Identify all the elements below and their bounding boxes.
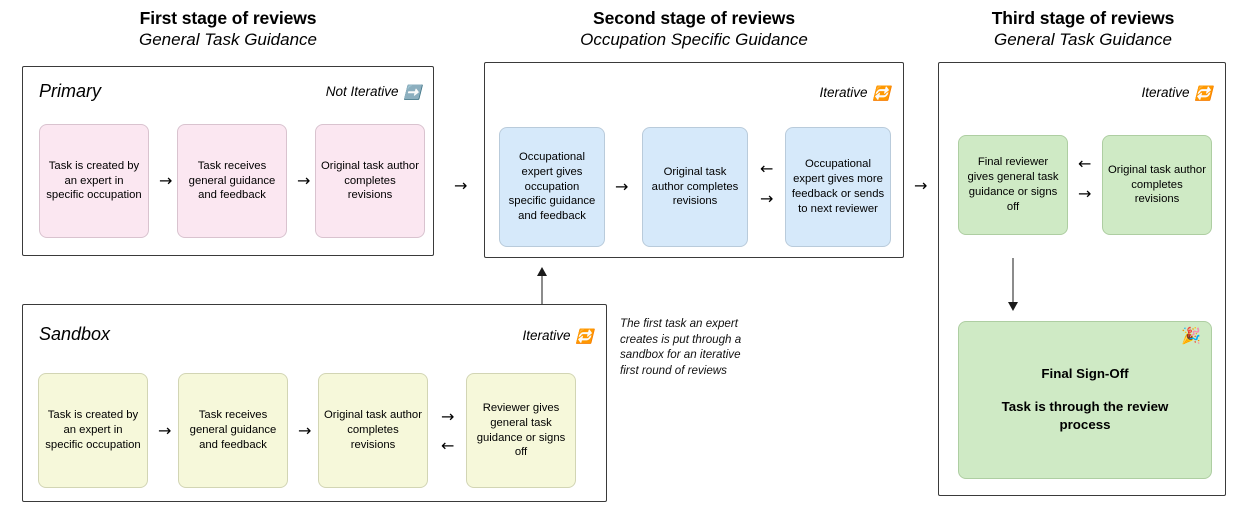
sandbox-node-2-text: Task receives general guidance and feedb…: [189, 409, 277, 451]
arrow-head-down: [1008, 302, 1018, 311]
primary-node-3-text: Original task author completes revisions: [321, 159, 419, 202]
sandbox-node-4: Reviewer gives general task guidance or …: [466, 373, 576, 488]
final-sign-off-text: Task is through the review process: [1001, 398, 1169, 433]
sandbox-node-4-text: Reviewer gives general task guidance or …: [476, 401, 566, 459]
second-stage-container: Iterative 🔁 Occupational expert gives oc…: [484, 62, 904, 258]
sandbox-iteration-label: Iterative: [522, 328, 571, 343]
second-stage-node-3-text: Occupational expert gives more feedback …: [791, 158, 885, 215]
arrow-shaft: [541, 268, 543, 308]
sandbox-node-2: Task receives general guidance and feedb…: [178, 373, 288, 488]
primary-arrow-2: →: [297, 171, 311, 190]
stage-3-heading: Third stage of reviews General Task Guid…: [938, 8, 1228, 50]
primary-iteration-label: Not Iterative: [325, 84, 399, 99]
right-arrow-emoji: ➡️: [403, 83, 421, 100]
sandbox-arrow-2: →: [298, 421, 312, 440]
third-stage-iteration-label: Iterative: [1141, 85, 1190, 100]
third-stage-iteration-badge: Iterative 🔁: [1142, 85, 1212, 100]
primary-container: Primary Not Iterative ➡️ Task is created…: [22, 66, 434, 256]
primary-label: Primary: [39, 81, 101, 101]
sandbox-iteration-badge: Iterative 🔁: [523, 328, 593, 343]
second-stage-iteration-label: Iterative: [819, 85, 868, 100]
primary-arrow-1: →: [159, 171, 173, 190]
sandbox-label: Sandbox: [39, 324, 111, 344]
stage-1-subtitle: General Task Guidance: [139, 29, 317, 49]
second-stage-node-2-text: Original task author completes revisions: [651, 165, 739, 208]
second-stage-arrow-left: ←: [760, 159, 774, 178]
final-sign-off-title: Final Sign-Off: [1041, 366, 1129, 382]
arrow-head-up: [537, 267, 547, 276]
primary-node-1-text: Task is created by an expert in specific…: [46, 159, 142, 202]
stage-1-title: First stage of reviews: [139, 8, 317, 28]
third-stage-arrow-left: ←: [1078, 154, 1092, 173]
sandbox-note: The first task an expert creates is put …: [620, 317, 742, 377]
stage-2-subtitle: Occupation Specific Guidance: [580, 29, 808, 49]
party-popper-emoji: 🎉: [1181, 328, 1201, 345]
second-stage-node-1: Occupational expert gives occupation spe…: [499, 127, 605, 247]
second-stage-node-3: Occupational expert gives more feedback …: [785, 127, 891, 247]
sandbox-arrow-1: →: [158, 421, 172, 440]
arrow-shaft: [1012, 258, 1014, 310]
repeat-emoji: 🔁: [575, 327, 593, 344]
sandbox-to-second-stage-arrow: [536, 267, 548, 308]
primary-node-2-text: Task receives general guidance and feedb…: [188, 159, 276, 202]
second-stage-node-2: Original task author completes revisions: [642, 127, 748, 247]
stage-3-subtitle: General Task Guidance: [994, 29, 1172, 49]
stage-2-title: Second stage of reviews: [593, 8, 795, 28]
sandbox-node-1: Task is created by an expert in specific…: [38, 373, 148, 488]
stage-1-heading: First stage of reviews General Task Guid…: [22, 8, 434, 50]
second-stage-arrow-1: →: [615, 177, 629, 196]
second-stage-iteration-badge: Iterative 🔁: [820, 85, 890, 100]
third-stage-to-final-arrow: [1007, 258, 1019, 311]
third-stage-arrow-right: →: [1078, 184, 1092, 203]
second-stage-arrow-right: →: [760, 189, 774, 208]
third-stage-container: Iterative 🔁 Final reviewer gives general…: [938, 62, 1226, 496]
sandbox-node-3-text: Original task author completes revisions: [324, 409, 422, 451]
stage2-to-stage3-arrow: →: [914, 176, 928, 195]
primary-node-1: Task is created by an expert in specific…: [39, 124, 149, 238]
sandbox-arrow-right: →: [441, 407, 455, 426]
sandbox-node-3: Original task author completes revisions: [318, 373, 428, 488]
repeat-emoji: 🔁: [872, 84, 890, 101]
primary-node-2: Task receives general guidance and feedb…: [177, 124, 287, 238]
sandbox-container: Sandbox Iterative 🔁 Task is created by a…: [22, 304, 607, 502]
sandbox-arrow-left: ←: [441, 436, 455, 455]
final-sign-off-box: 🎉 Final Sign-Off Task is through the rev…: [958, 321, 1212, 479]
second-stage-node-1-text: Occupational expert gives occupation spe…: [508, 150, 596, 223]
sandbox-node-1-text: Task is created by an expert in specific…: [45, 409, 141, 451]
primary-node-3: Original task author completes revisions: [315, 124, 425, 238]
stage-3-title: Third stage of reviews: [991, 8, 1175, 28]
stage-2-heading: Second stage of reviews Occupation Speci…: [484, 8, 904, 50]
repeat-emoji: 🔁: [1194, 84, 1212, 101]
third-stage-node-2-text: Original task author completes revisions: [1108, 163, 1206, 206]
primary-iteration-badge: Not Iterative ➡️: [326, 84, 421, 99]
third-stage-node-1-text: Final reviewer gives general task guidan…: [967, 156, 1059, 213]
third-stage-node-2: Original task author completes revisions: [1102, 135, 1212, 235]
third-stage-node-1: Final reviewer gives general task guidan…: [958, 135, 1068, 235]
stage1-to-stage2-arrow: →: [454, 176, 468, 195]
